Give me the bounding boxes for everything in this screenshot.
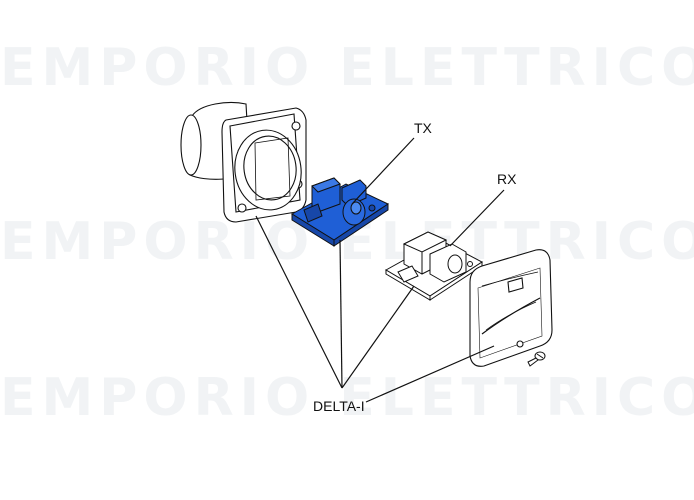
tx-circuit-board-icon: [291, 177, 390, 247]
cover-plate-icon: [469, 249, 553, 367]
product-label: DELTA-I: [313, 398, 365, 414]
leader-lines: [255, 137, 505, 403]
flush-mount-housing-icon: [180, 101, 307, 223]
delta-leader-tx: [339, 239, 343, 389]
rx-label: RX: [497, 171, 517, 187]
rx-leader-line: [449, 189, 505, 247]
watermark-text-3: EMPORIO ELETTRICO: [0, 368, 694, 428]
delta-leader-housing: [255, 215, 343, 389]
rx-circuit-board-icon: [384, 231, 483, 301]
tx-leader-line: [351, 137, 415, 205]
screw-icon: [527, 351, 546, 367]
watermark-text-1: EMPORIO ELETTRICO: [0, 38, 694, 98]
delta-leader-rx: [341, 285, 415, 389]
tx-label: TX: [414, 120, 432, 136]
delta-leader-cover: [365, 345, 495, 403]
